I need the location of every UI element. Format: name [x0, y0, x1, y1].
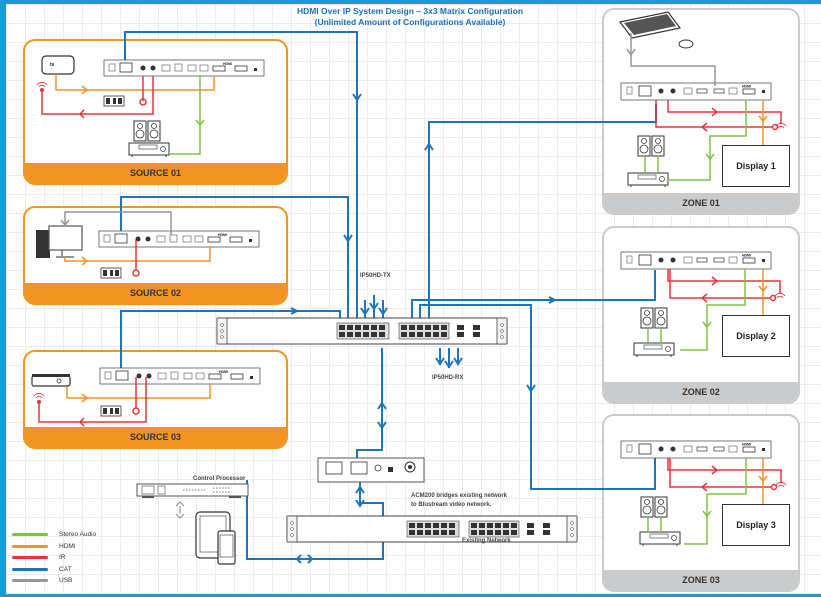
source-panel-2: SOURCE 02: [23, 206, 288, 305]
source-label: SOURCE 03: [25, 427, 286, 447]
source-label: SOURCE 02: [25, 283, 286, 303]
tx-label: IP50HD-TX: [360, 273, 391, 279]
apple-tv-icon: [41, 55, 75, 75]
legend-item-cat: CAT: [12, 564, 96, 576]
legend-swatch: [12, 567, 48, 571]
legend-item-stereo-audio: Stereo Audio: [12, 529, 96, 541]
mouse-icon: [678, 39, 694, 49]
blustream-switch: [216, 317, 508, 345]
display-1: Display 1: [722, 145, 790, 187]
source-01-devices: tv: [36, 55, 265, 158]
control-processor-devices: [136, 483, 249, 565]
title-line-2: (Unlimited Amount of Configurations Avai…: [314, 17, 506, 27]
cat-cables: [120, 31, 657, 564]
legend-swatch: [12, 556, 48, 560]
existing-network-switch: [286, 515, 578, 543]
zone-01-devices: [618, 11, 787, 188]
legend-swatch: [12, 544, 48, 548]
control-processor-label: Control Processor: [193, 476, 246, 482]
legend: Stereo Audio HDMI IR CAT USB: [12, 529, 96, 587]
set-top-box-icon: [31, 375, 71, 387]
monitor-icon: [48, 225, 83, 251]
display-3: Display 3: [722, 504, 790, 546]
legend-swatch: [12, 533, 48, 537]
display-2: Display 2: [722, 315, 790, 357]
legend-item-ir: IR: [12, 552, 96, 564]
legend-label: Stereo Audio: [59, 531, 97, 539]
legend-label: IR: [59, 554, 66, 562]
zone-03-devices: [620, 440, 787, 547]
updown-arrows-icon: [175, 501, 185, 519]
source-label: SOURCE 01: [25, 163, 286, 183]
svg-text:tv: tv: [50, 62, 55, 68]
bridge-note-line-2: to Blustream video network.: [411, 502, 492, 508]
legend-swatch: [12, 579, 48, 583]
zone-label: ZONE 01: [604, 193, 798, 213]
diagram-title: HDMI Over IP System Design – 3x3 Matrix …: [240, 6, 580, 28]
existing-network-label: Existing Network: [462, 538, 511, 544]
legend-label: HDMI: [59, 542, 76, 550]
legend-item-hdmi: HDMI: [12, 541, 96, 553]
acm200-device: [317, 457, 425, 483]
source-panel-3: SOURCE 03: [23, 350, 288, 449]
rx-label: IP50HD-RX: [432, 375, 464, 381]
source-03-devices: [31, 367, 261, 427]
zone-label: ZONE 03: [604, 570, 798, 590]
source-02-devices: [36, 211, 260, 279]
legend-label: CAT: [59, 565, 72, 573]
zone-label: ZONE 02: [604, 382, 798, 402]
title-line-1: HDMI Over IP System Design – 3x3 Matrix …: [296, 6, 524, 16]
bridge-note-line-1: ACM200 bridges existing network: [411, 493, 508, 499]
legend-label: USB: [59, 577, 73, 585]
zone-02-devices: [620, 251, 786, 358]
pc-tower-icon: [36, 230, 50, 258]
phone-icon: [217, 530, 236, 565]
legend-item-usb: USB: [12, 575, 96, 587]
